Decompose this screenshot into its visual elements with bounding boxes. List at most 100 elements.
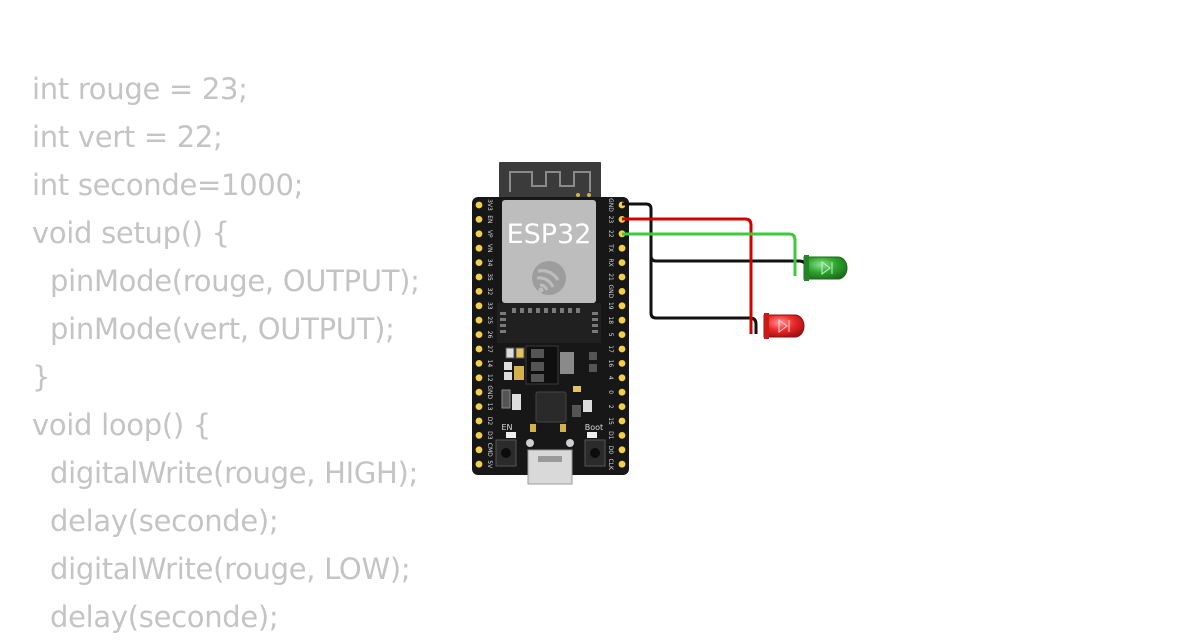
right-pin-pad[interactable] — [618, 259, 626, 266]
esp32-board[interactable]: ESP32 — [472, 162, 629, 485]
code-line: delay(seconde); — [50, 504, 279, 538]
right-pin-label: D1 — [607, 431, 614, 440]
left-pin-pad[interactable] — [475, 460, 483, 468]
right-pin-label: D0 — [607, 446, 614, 455]
wire-pin23-to-red-led — [622, 217, 753, 334]
left-pin-label: GND — [486, 385, 493, 399]
left-pin-pad[interactable] — [475, 388, 483, 396]
micro-usb-port[interactable] — [526, 439, 574, 485]
left-pin-pad[interactable] — [475, 360, 483, 367]
left-pin-pad[interactable] — [475, 374, 483, 382]
right-pin-label: RX — [607, 258, 614, 266]
right-pin-pad[interactable] — [618, 446, 626, 454]
right-pin-label: GND — [607, 285, 614, 299]
right-pin-label: 17 — [607, 345, 614, 353]
left-pin-label: D2 — [486, 417, 493, 426]
en-button[interactable] — [495, 439, 517, 467]
right-pin-pad[interactable] — [618, 288, 626, 295]
right-pin-label: CLK — [607, 458, 614, 471]
code-editor: int rouge = 23; int vert = 22; int seconde… — [32, 65, 462, 641]
boot-button-label: Boot — [585, 423, 603, 432]
left-pin-label: 14 — [486, 360, 493, 368]
left-pin-label: 13 — [486, 403, 493, 411]
right-pin-pad[interactable] — [618, 388, 626, 396]
right-pin-label: 0 — [607, 390, 614, 394]
right-pin-pad[interactable] — [618, 316, 626, 324]
code-line: int vert = 22; — [32, 120, 223, 154]
left-pin-pad[interactable] — [475, 302, 483, 310]
boot-button[interactable] — [584, 439, 606, 467]
left-pin-pad[interactable] — [475, 288, 483, 295]
right-pin-pad[interactable] — [618, 417, 626, 425]
left-pin-label: 33 — [486, 302, 493, 310]
code-line: digitalWrite(rouge, HIGH); — [50, 456, 419, 490]
code-line: digitalWrite(rouge, LOW); — [50, 552, 411, 586]
left-pin-label: D3 — [486, 431, 493, 440]
right-pin-label: 4 — [607, 376, 614, 380]
left-pin-pad[interactable] — [475, 403, 483, 410]
left-pin-pad[interactable] — [475, 216, 483, 223]
right-pin-pad[interactable] — [618, 374, 626, 382]
left-pin-pad[interactable] — [475, 316, 483, 324]
right-pin-label: 2 — [607, 405, 614, 409]
right-pin-pad[interactable] — [618, 302, 626, 310]
right-pin-pad[interactable] — [618, 345, 626, 353]
left-pin-header: 3V3ENVPVN343532332526271412GND13D2D3CMD5… — [475, 199, 493, 469]
right-pin-pad[interactable] — [618, 331, 626, 338]
right-pin-label: 16 — [607, 360, 614, 368]
rf-shield — [502, 200, 596, 303]
left-pin-pad[interactable] — [475, 345, 483, 353]
left-pin-pad[interactable] — [475, 273, 483, 281]
left-pin-pad[interactable] — [475, 417, 483, 425]
left-pin-pad[interactable] — [475, 244, 483, 252]
left-pin-label: 12 — [486, 374, 493, 382]
antenna-trace — [509, 171, 591, 192]
right-pin-label: 18 — [607, 316, 614, 324]
code-line: void setup() { — [32, 216, 230, 250]
right-pin-label: 22 — [607, 230, 614, 238]
left-pin-label: 25 — [486, 316, 493, 324]
left-pin-label: CMD — [486, 443, 493, 457]
code-line: int rouge = 23; — [32, 72, 248, 106]
right-pin-pad[interactable] — [618, 273, 626, 281]
left-pin-pad[interactable] — [475, 259, 483, 266]
left-pin-pad[interactable] — [475, 446, 483, 454]
right-pin-pad[interactable] — [618, 360, 626, 367]
wires — [622, 202, 808, 334]
right-pin-label: GND — [607, 198, 614, 212]
right-pin-label: 5 — [607, 333, 614, 337]
code-line: void loop() { — [32, 408, 211, 442]
code-line: pinMode(rouge, OUTPUT); — [50, 264, 420, 298]
en-button-label: EN — [501, 423, 512, 432]
right-pin-pad[interactable] — [618, 432, 626, 439]
left-pin-label: EN — [486, 215, 493, 223]
right-pin-pad[interactable] — [618, 244, 626, 252]
left-pin-label: 5V — [486, 460, 493, 469]
left-pin-pad[interactable] — [475, 201, 483, 209]
left-pin-label: VP — [486, 230, 493, 238]
espressif-logo-icon — [532, 261, 566, 295]
code-line: delay(seconde); — [50, 600, 279, 634]
right-pin-label: 23 — [607, 216, 614, 224]
code-line: } — [32, 360, 51, 394]
wire-gnd-to-red-led — [649, 240, 758, 334]
left-pin-pad[interactable] — [475, 432, 483, 439]
usb-uart-chip — [535, 391, 567, 423]
left-pin-label: 32 — [486, 288, 493, 296]
antenna-module — [499, 162, 601, 202]
right-pin-label: 19 — [607, 302, 614, 310]
right-pin-pad[interactable] — [618, 403, 626, 410]
right-pin-label: TX — [607, 243, 614, 252]
left-pin-label: 35 — [486, 273, 493, 281]
left-pin-pad[interactable] — [475, 331, 483, 338]
left-pin-label: 26 — [486, 331, 493, 339]
left-pin-pad[interactable] — [475, 230, 483, 238]
right-pin-label: 21 — [607, 273, 614, 281]
code-line: pinMode(vert, OUTPUT); — [50, 312, 395, 346]
red-led[interactable] — [763, 313, 805, 339]
code-line: int seconde=1000; — [32, 168, 304, 202]
green-led[interactable] — [803, 255, 848, 281]
right-pin-pad[interactable] — [618, 460, 626, 468]
